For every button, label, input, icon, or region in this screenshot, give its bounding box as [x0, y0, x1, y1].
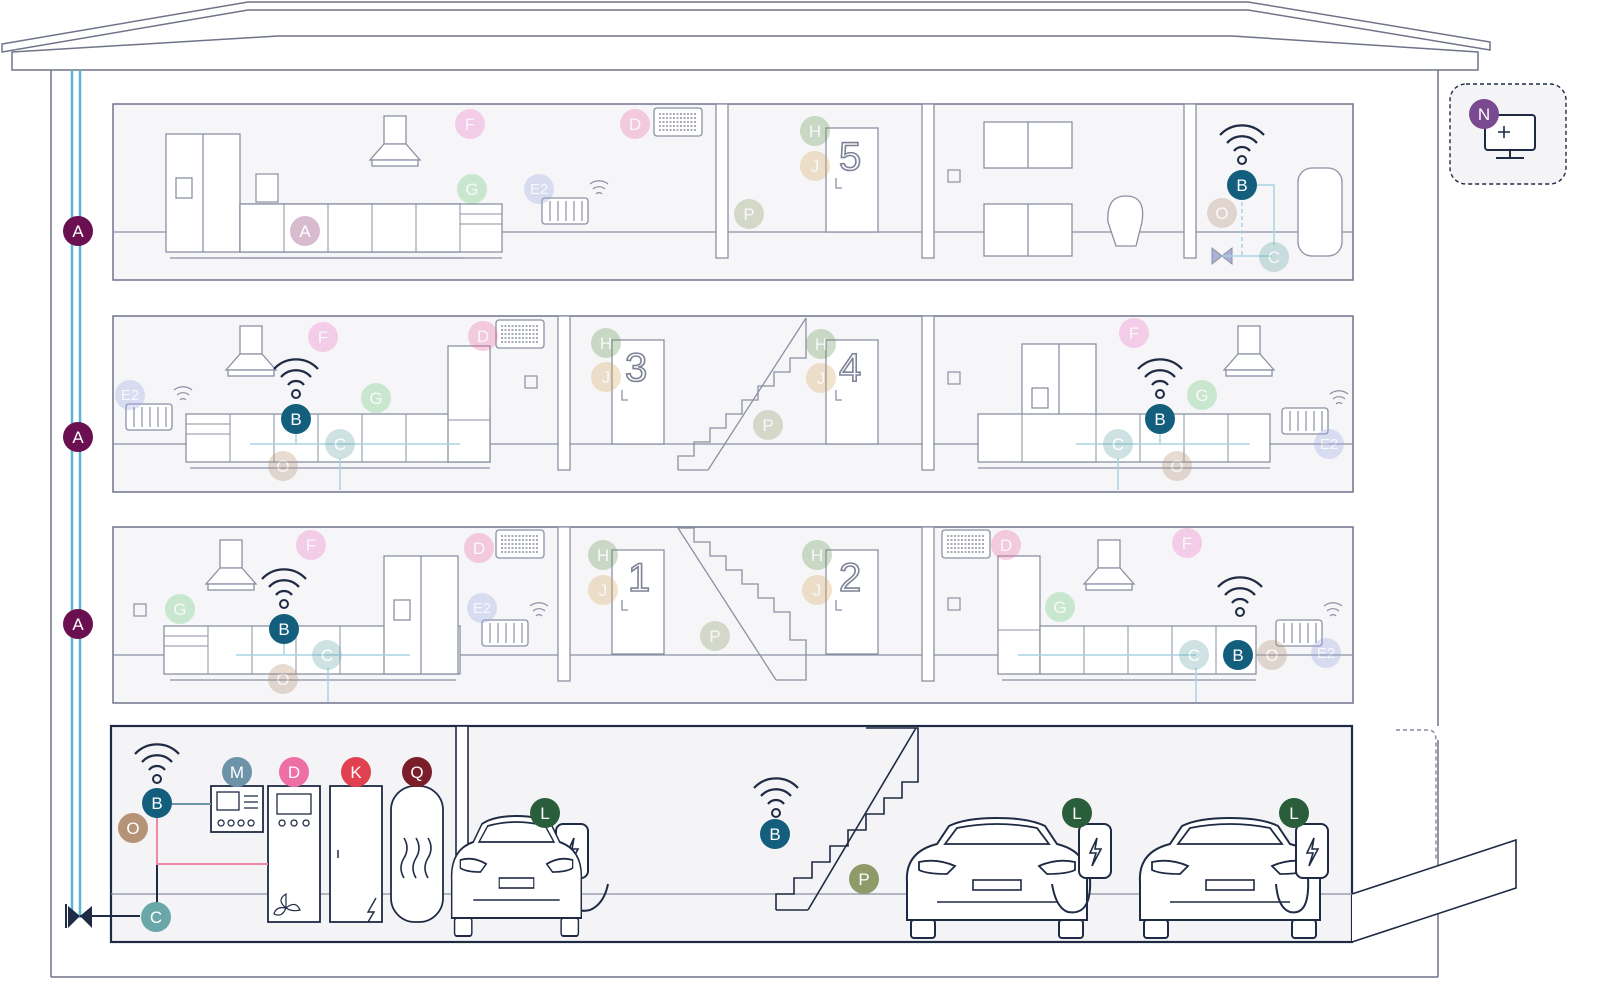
badge-o: O — [1257, 640, 1287, 670]
badge-d: D — [620, 109, 650, 139]
badge-h: H — [800, 116, 830, 146]
badge-g: G — [1187, 380, 1217, 410]
badge-e2: E2 — [524, 174, 554, 204]
door-number-4: 4 — [838, 346, 862, 390]
badge-h: H — [806, 329, 836, 359]
badge-c: C — [312, 640, 342, 670]
badge-b: B — [269, 614, 299, 644]
badge-j: J — [591, 362, 621, 392]
badge-d: D — [279, 757, 309, 787]
floor-1 — [112, 526, 1354, 704]
badge-o: O — [118, 813, 148, 843]
badge-a: A — [290, 216, 320, 246]
badge-b: B — [1223, 640, 1253, 670]
badge-o: O — [1207, 198, 1237, 228]
badge-l: L — [530, 798, 560, 828]
badge-l: L — [1062, 798, 1092, 828]
badge-p: P — [849, 864, 879, 894]
badge-p: P — [700, 621, 730, 651]
badge-b: B — [1227, 170, 1257, 200]
badge-e2: E2 — [1314, 429, 1344, 459]
door-number-2: 2 — [838, 556, 862, 600]
badge-p: P — [734, 199, 764, 229]
door-number-5: 5 — [838, 135, 862, 179]
badge-h: H — [588, 540, 618, 570]
badge-g: G — [361, 383, 391, 413]
badge-e2: E2 — [115, 380, 145, 410]
water-riser — [70, 70, 82, 918]
badge-c: C — [1259, 242, 1289, 272]
badge-f: F — [1172, 528, 1202, 558]
garage-level — [65, 724, 1517, 944]
badge-f: F — [308, 322, 338, 352]
badge-p: P — [753, 410, 783, 440]
badge-o: O — [268, 664, 298, 694]
badge-o: O — [1162, 451, 1192, 481]
floor-2 — [112, 315, 1354, 493]
floor-3 — [112, 103, 1354, 281]
badge-l: L — [1279, 798, 1309, 828]
badge-j: J — [800, 151, 830, 181]
badge-c: C — [1103, 429, 1133, 459]
badge-j: J — [802, 575, 832, 605]
badge-q: Q — [402, 757, 432, 787]
badge-b: B — [1145, 404, 1175, 434]
badge-a: A — [63, 422, 93, 452]
building-walls — [50, 70, 1439, 978]
badge-c: C — [325, 429, 355, 459]
badge-f: F — [455, 109, 485, 139]
door-number-3: 3 — [624, 346, 648, 390]
roof — [1, 1, 1491, 71]
badge-f: F — [1119, 318, 1149, 348]
badge-g: G — [457, 174, 487, 204]
badge-c: C — [1179, 640, 1209, 670]
badge-k: K — [341, 757, 371, 787]
badge-a: A — [63, 609, 93, 639]
badge-b: B — [760, 819, 790, 849]
badge-n: N — [1469, 99, 1499, 129]
badge-j: J — [588, 575, 618, 605]
badge-j: J — [806, 363, 836, 393]
badge-e2: E2 — [1311, 638, 1341, 668]
monitoring-panel — [1449, 83, 1567, 185]
door-number-1: 1 — [627, 556, 651, 600]
badge-m: M — [222, 757, 252, 787]
badge-d: D — [468, 321, 498, 351]
badge-h: H — [591, 328, 621, 358]
badge-h: H — [802, 540, 832, 570]
badge-c: C — [141, 902, 171, 932]
badge-g: G — [165, 594, 195, 624]
badge-f: F — [296, 530, 326, 560]
badge-e2: E2 — [467, 593, 497, 623]
badge-d: D — [464, 533, 494, 563]
badge-d: D — [991, 530, 1021, 560]
badge-a: A — [63, 216, 93, 246]
badge-b: B — [281, 404, 311, 434]
badge-b: B — [142, 788, 172, 818]
badge-g: G — [1045, 592, 1075, 622]
badge-o: O — [268, 451, 298, 481]
